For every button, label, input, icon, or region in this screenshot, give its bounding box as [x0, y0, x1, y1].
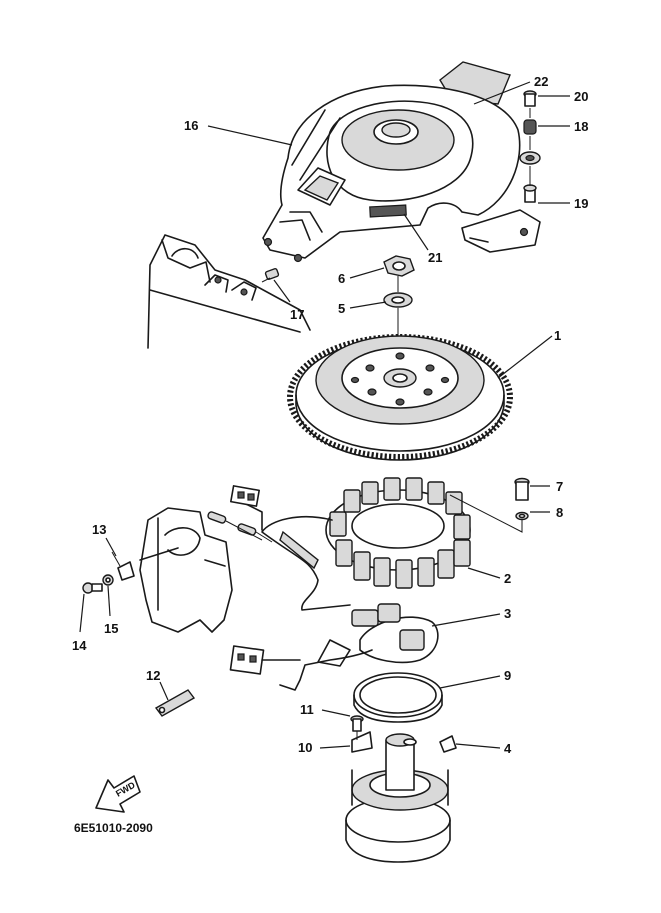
callout-13: 13 [92, 522, 106, 537]
flywheel [287, 334, 513, 461]
callout-5: 5 [338, 301, 345, 316]
leader-lines [79, 81, 570, 749]
rotor-ring [353, 672, 443, 723]
callout-19: 19 [574, 196, 588, 211]
callout-1: 1 [554, 328, 561, 343]
stator [207, 477, 471, 611]
callout-2: 2 [504, 571, 511, 586]
flywheel-cover [262, 61, 541, 263]
cover-screw [261, 268, 280, 283]
flywheel-nut-and-washer [383, 255, 415, 378]
callout-22: 22 [534, 74, 548, 89]
callout-labels: 22 20 18 16 19 21 6 17 5 1 7 8 13 2 14 1… [72, 74, 588, 756]
callout-12: 12 [146, 668, 160, 683]
callout-15: 15 [104, 621, 118, 636]
callout-4: 4 [504, 741, 512, 756]
callout-10: 10 [298, 740, 312, 755]
crankcase-outline [147, 234, 311, 349]
callout-7: 7 [556, 479, 563, 494]
cover-fasteners [519, 90, 541, 203]
callout-14: 14 [72, 638, 87, 653]
forward-direction-arrow: FWD [95, 775, 141, 813]
callout-11: 11 [300, 702, 314, 717]
stator-screw-and-washer [449, 477, 530, 533]
callout-8: 8 [556, 505, 563, 520]
engine-block-outline [139, 507, 233, 633]
callout-16: 16 [184, 118, 198, 133]
drawing-code: 6E51010-2090 [74, 821, 153, 835]
pulser-coil [229, 603, 439, 691]
crankshaft-base [345, 733, 457, 863]
callout-17: 17 [290, 307, 304, 322]
callout-18: 18 [574, 119, 588, 134]
callout-9: 9 [504, 668, 511, 683]
callout-3: 3 [504, 606, 511, 621]
callout-21: 21 [428, 250, 442, 265]
callout-20: 20 [574, 89, 588, 104]
callout-6: 6 [338, 271, 345, 286]
harness-clip-screw-washer [82, 551, 135, 594]
pin [154, 689, 196, 717]
clamp-and-screw [350, 715, 373, 753]
